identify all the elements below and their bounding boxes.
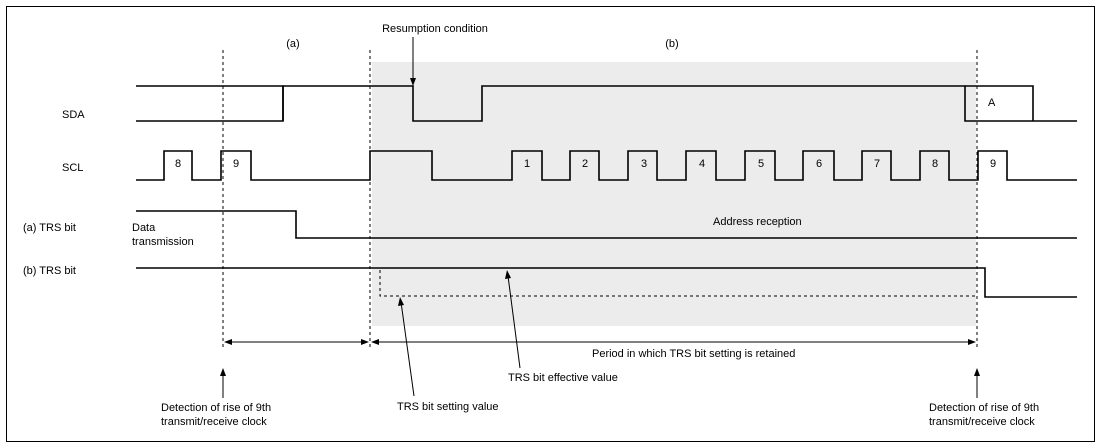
sda-ack-window xyxy=(965,85,1034,121)
scl-pulse-label: 1 xyxy=(524,158,530,170)
setting-value-label: TRS bit setting value xyxy=(397,401,499,413)
scl-pulse-label: 8 xyxy=(932,158,938,170)
scl-pulse-label: 5 xyxy=(758,158,764,170)
scl-pulse-label: 9 xyxy=(233,158,239,170)
region-a-label: (a) xyxy=(286,38,299,50)
data-transmission-label-line2: transmission xyxy=(132,236,194,248)
resumption-condition-label: Resumption condition xyxy=(382,23,488,35)
span-b-arrowhead-left xyxy=(371,339,379,345)
effective-value-label: TRS bit effective value xyxy=(508,372,618,384)
scl-waveform xyxy=(136,150,1077,181)
trs-b-setting-dashed xyxy=(379,270,976,297)
scl-pulse-labels: 8 9 1 2 3 4 5 6 7 8 9 xyxy=(175,158,996,170)
effective-value-pointer xyxy=(507,275,521,369)
signal-label-trs-a: (a) TRS bit xyxy=(23,222,76,234)
scl-pulse-label: 4 xyxy=(699,158,705,170)
span-a-arrowhead-right xyxy=(361,339,369,345)
scl-pulse-label: 6 xyxy=(816,158,822,170)
signal-label-scl: SCL xyxy=(62,162,83,174)
detection-right-label-line2: transmit/receive clock xyxy=(929,416,1035,428)
scl-pulse-label: 2 xyxy=(582,158,588,170)
data-transmission-label-line1: Data xyxy=(132,222,156,234)
scl-pulse-label: 8 xyxy=(175,158,181,170)
region-b-shade xyxy=(372,62,976,326)
detection-right-label-line1: Detection of rise of 9th xyxy=(929,402,1039,414)
detection-left-label-line2: transmit/receive clock xyxy=(161,416,267,428)
resumption-arrowhead xyxy=(410,78,416,86)
signal-label-sda: SDA xyxy=(62,109,85,121)
scl-pulse-label: 3 xyxy=(641,158,647,170)
setting-value-arrowhead xyxy=(398,297,404,306)
scl-pulse-label: 7 xyxy=(874,158,880,170)
detection-left-arrowhead xyxy=(220,368,226,376)
address-reception-label: Address reception xyxy=(713,216,802,228)
trs-b-waveform xyxy=(136,267,1077,298)
period-retained-label: Period in which TRS bit setting is retai… xyxy=(592,348,795,360)
detection-right-arrowhead xyxy=(974,368,980,376)
span-a-arrowhead-left xyxy=(224,339,232,345)
effective-value-arrowhead xyxy=(505,270,511,279)
trs-a-waveform xyxy=(136,210,1077,239)
sda-waveform-top xyxy=(136,85,284,121)
span-b-arrowhead-right xyxy=(968,339,976,345)
signal-label-trs-b: (b) TRS bit xyxy=(23,265,76,277)
detection-left-label-line1: Detection of rise of 9th xyxy=(161,402,271,414)
sda-ack-label: A xyxy=(988,97,996,109)
scl-pulse-label: 9 xyxy=(990,158,996,170)
setting-value-pointer xyxy=(400,301,415,397)
region-b-label: (b) xyxy=(665,38,678,50)
